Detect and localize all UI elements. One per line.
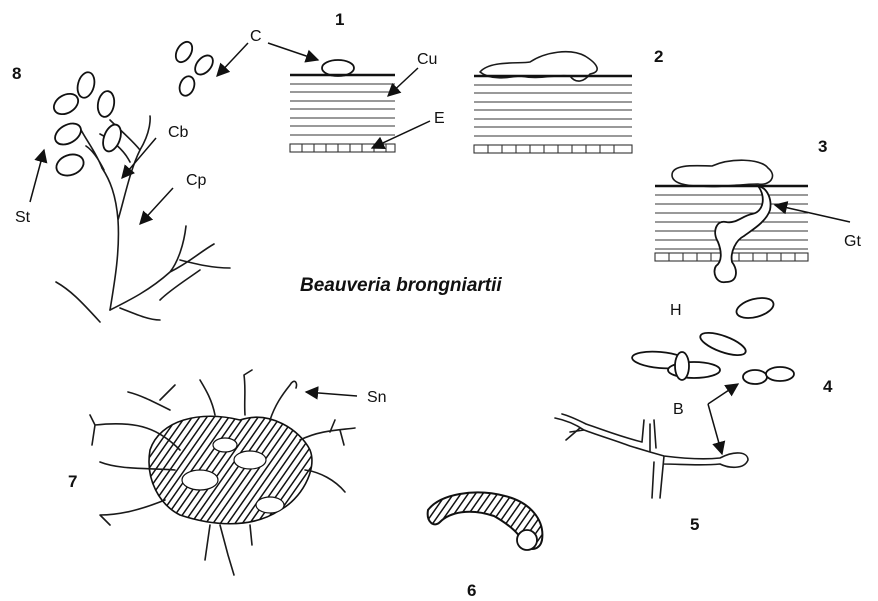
stage-number-2: 2 [654, 47, 663, 66]
stage-5-branching-hypha: 5 [555, 414, 748, 534]
label-blastospore: B [673, 401, 684, 418]
stage-2-germination: 2 [474, 47, 663, 153]
label-conidiogenous-cell: Cb [168, 124, 189, 141]
arrow-synnema [306, 392, 357, 396]
conidiophore-structure [56, 116, 230, 322]
cuticle-layers-2 [474, 76, 632, 136]
epidermis-cells-2 [474, 145, 632, 153]
stage-number-8: 8 [12, 64, 21, 83]
arrow-blastospore [708, 384, 738, 404]
stage-number-5: 5 [690, 515, 699, 534]
arrow-conidia-attached [268, 43, 318, 60]
stage-7-synnemata: 7 Sn [68, 370, 387, 575]
blastospore [743, 370, 767, 384]
arrow-blastospore-to-hypha [708, 404, 722, 454]
stage-3-penetration: 3 Gt [655, 137, 861, 282]
label-epidermis: E [434, 110, 445, 127]
attached-conidium [322, 60, 354, 76]
label-sterigma: St [15, 209, 31, 226]
stage-number-1: 1 [335, 10, 344, 29]
arrow-cuticle [388, 68, 418, 96]
conidia-group [172, 39, 216, 98]
stage-1-conidium-on-cuticle: 1 C [172, 10, 444, 152]
label-synnema: Sn [367, 389, 387, 406]
diagram-title: Beauveria brongniartii [300, 275, 502, 296]
germ-tube-penetrating [714, 186, 770, 282]
stage-6-infected-larva: 6 [428, 492, 543, 600]
branching-hypha [555, 418, 748, 498]
blastospore [766, 367, 794, 381]
conidia-on-conidiophore [50, 70, 124, 179]
label-hyphal-body: H [670, 302, 682, 319]
stage-number-6: 6 [467, 581, 476, 600]
label-cuticle: Cu [417, 51, 437, 68]
hyphal-body [675, 352, 689, 380]
label-conidia: C [250, 28, 262, 45]
stage-4-hyphal-bodies: H 4 B [631, 294, 833, 454]
penetrating-hypha-surface [672, 160, 773, 186]
cuticle-layers-1 [290, 75, 395, 135]
label-germ-tube: Gt [844, 233, 861, 250]
stage-number-7: 7 [68, 472, 77, 491]
larva-head [517, 530, 537, 550]
stage-number-3: 3 [818, 137, 827, 156]
arrow-sterigma [30, 150, 44, 202]
stage-8-conidiophore: 8 St Cb Cp [12, 64, 230, 322]
label-conidiophore: Cp [186, 172, 207, 189]
hyphal-body [734, 294, 775, 321]
stage-number-4: 4 [823, 377, 833, 396]
hyphal-body [698, 328, 749, 359]
arrow-conidia-loose [217, 43, 248, 76]
arrow-conidiophore [140, 188, 173, 224]
